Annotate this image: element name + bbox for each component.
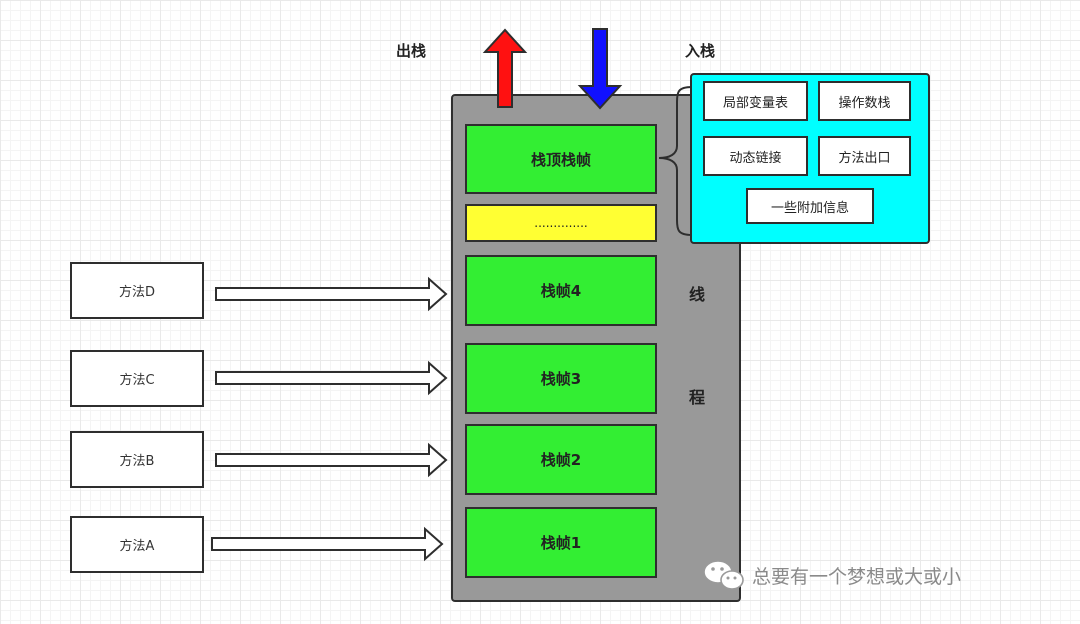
method-c-arrow-icon	[215, 360, 448, 396]
push-arrow-icon	[577, 28, 623, 110]
method-a-arrow-icon	[211, 526, 444, 562]
brace-connector-icon	[658, 86, 693, 236]
stack-frame-top: 栈顶栈帧	[465, 124, 657, 194]
stack-frame-1: 栈帧1	[465, 507, 657, 578]
wechat-icon	[703, 560, 744, 590]
method-d-arrow-icon	[215, 276, 448, 312]
method-a-box: 方法A	[70, 516, 204, 573]
thread-label-char-2: 程	[689, 388, 706, 407]
local-variable-table: 局部变量表	[703, 81, 808, 121]
method-c-box: 方法C	[70, 350, 204, 407]
return-address: 方法出口	[818, 136, 911, 176]
additional-info: 一些附加信息	[746, 188, 874, 224]
method-b-arrow-icon	[215, 442, 448, 478]
thread-label-char-1: 线	[689, 285, 706, 304]
pop-arrow-icon	[482, 28, 528, 108]
dynamic-linking: 动态链接	[703, 136, 808, 176]
watermark-text: 总要有一个梦想或大或小	[752, 565, 962, 588]
pop-label: 出栈	[396, 42, 427, 60]
stack-frame-3: 栈帧3	[465, 343, 657, 414]
method-d-box: 方法D	[70, 262, 204, 319]
stack-frame-ellipsis: ..............	[465, 204, 657, 242]
watermark: 总要有一个梦想或大或小	[702, 558, 961, 592]
push-label: 入栈	[685, 42, 716, 60]
method-b-box: 方法B	[70, 431, 204, 488]
stack-frame-4: 栈帧4	[465, 255, 657, 326]
operand-stack: 操作数栈	[818, 81, 911, 121]
stack-frame-2: 栈帧2	[465, 424, 657, 495]
